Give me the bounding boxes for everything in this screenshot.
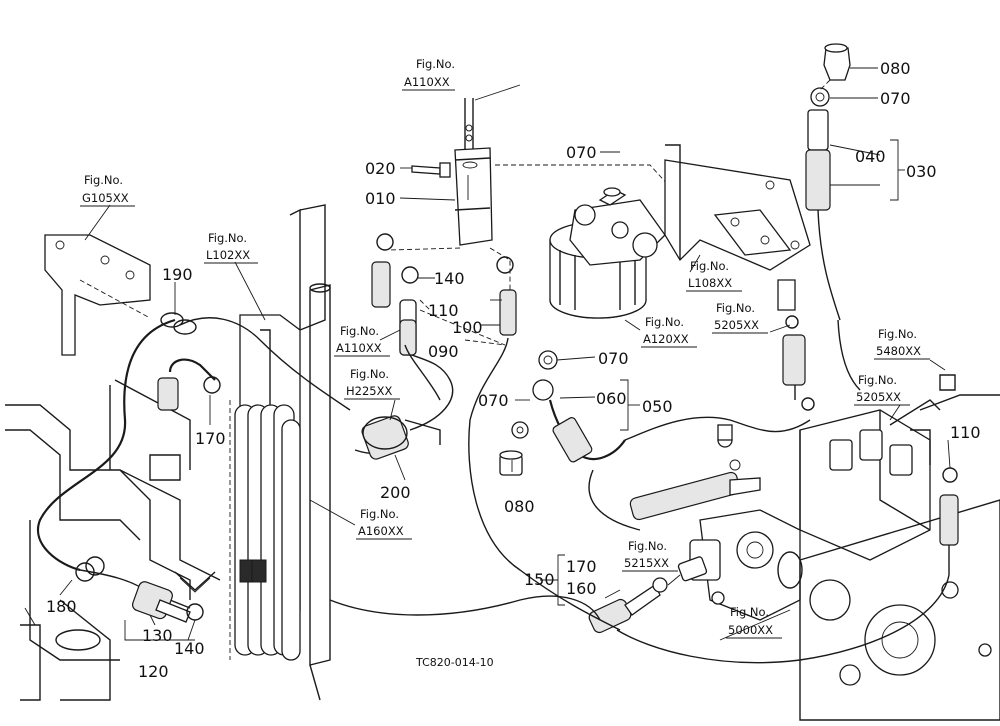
svg-text:Fig.No.: Fig.No. bbox=[350, 367, 389, 381]
svg-text:Fig.No.: Fig.No. bbox=[716, 301, 755, 315]
fuel-lines bbox=[329, 319, 950, 664]
svg-text:Fig.No.: Fig.No. bbox=[858, 373, 897, 387]
callout-050: 050 bbox=[642, 397, 673, 416]
top-center-assembly bbox=[371, 98, 701, 356]
svg-text:L102XX: L102XX bbox=[206, 248, 250, 262]
callout-140-low: 140 bbox=[174, 639, 205, 658]
svg-text:Fig.No.: Fig.No. bbox=[878, 327, 917, 341]
bracket-l108 bbox=[664, 144, 811, 271]
fig-ref-a120: Fig.No. A120XX bbox=[641, 315, 697, 348]
fuel-pipe-050 bbox=[499, 350, 626, 476]
svg-text:5215XX: 5215XX bbox=[624, 556, 669, 570]
callout-010: 010 bbox=[365, 189, 396, 208]
svg-text:Fig.No.: Fig.No. bbox=[360, 507, 399, 521]
svg-text:A120XX: A120XX bbox=[643, 332, 689, 346]
callout-020: 020 bbox=[365, 159, 396, 178]
svg-text:G105XX: G105XX bbox=[82, 191, 129, 205]
callout-040: 040 bbox=[855, 147, 886, 166]
svg-text:Fig.No.: Fig.No. bbox=[690, 259, 729, 273]
callout-070-filter: 070 bbox=[566, 143, 597, 162]
callout-080-low: 080 bbox=[504, 497, 535, 516]
svg-text:Fig.No.: Fig.No. bbox=[416, 57, 455, 71]
callout-140-mid: 140 bbox=[434, 269, 465, 288]
callout-070-low: 070 bbox=[598, 349, 629, 368]
fuel-filter-a120 bbox=[549, 187, 666, 319]
callout-170-low: 170 bbox=[566, 557, 597, 576]
svg-text:A110XX: A110XX bbox=[404, 75, 450, 89]
injection-pump-5480 bbox=[799, 374, 1000, 561]
svg-text:Fig.No.: Fig.No. bbox=[208, 231, 247, 245]
figure-references: Fig.No. A110XX Fig.No. G105XX Fig.No. L1… bbox=[80, 57, 930, 639]
fig-ref-l108: Fig.No. L108XX bbox=[686, 259, 742, 292]
part-numbers: 080 070 040 030 070 020 010 190 140 110 … bbox=[46, 59, 981, 681]
svg-text:H225XX: H225XX bbox=[346, 384, 392, 398]
fig-ref-h225: Fig.No. H225XX bbox=[344, 367, 400, 400]
fig-ref-5205-mid: Fig.No. 5205XX bbox=[854, 373, 910, 406]
fitting-5205-upper bbox=[777, 279, 815, 411]
svg-text:L108XX: L108XX bbox=[688, 276, 732, 290]
svg-text:Fig.No.: Fig.No. bbox=[340, 324, 379, 338]
callout-090: 090 bbox=[428, 342, 459, 361]
svg-text:A160XX: A160XX bbox=[358, 524, 404, 538]
svg-text:5000XX: 5000XX bbox=[728, 623, 773, 637]
fig-ref-5205-top: Fig.No. 5205XX bbox=[712, 301, 768, 334]
callout-030: 030 bbox=[906, 162, 937, 181]
return-hose-middle bbox=[629, 424, 761, 521]
fig-ref-5000: Fig.No. 5000XX bbox=[726, 605, 782, 639]
callout-130: 130 bbox=[142, 626, 173, 645]
svg-text:Fig.No.: Fig.No. bbox=[84, 173, 123, 187]
drawing-code: TC820-014-10 bbox=[415, 656, 494, 669]
svg-text:Fig.No.: Fig.No. bbox=[628, 539, 667, 553]
top-right-fittings bbox=[805, 43, 851, 321]
svg-text:5205XX: 5205XX bbox=[856, 390, 901, 404]
leader-lines bbox=[59, 67, 951, 641]
callout-070-top: 070 bbox=[880, 89, 911, 108]
fig-ref-5215: Fig.No. 5215XX bbox=[622, 539, 678, 572]
callout-110-right: 110 bbox=[950, 423, 981, 442]
fuel-cooler-a160 bbox=[229, 400, 301, 661]
hose-assembly-150 bbox=[588, 556, 725, 634]
svg-text:Fig.No.: Fig.No. bbox=[730, 605, 769, 619]
engine-block-5000 bbox=[689, 499, 1000, 721]
callout-070-left: 070 bbox=[478, 391, 509, 410]
fig-ref-a110-mid: Fig.No. A110XX bbox=[334, 324, 390, 357]
svg-text:5480XX: 5480XX bbox=[876, 344, 921, 358]
fig-ref-l102: Fig.No. L102XX bbox=[204, 231, 258, 264]
callout-190: 190 bbox=[162, 265, 193, 284]
fig-ref-g105: Fig.No. G105XX bbox=[80, 173, 135, 207]
hose-assembly-120 bbox=[75, 556, 204, 623]
callout-060: 060 bbox=[596, 389, 627, 408]
svg-text:A110XX: A110XX bbox=[336, 341, 382, 355]
callout-180: 180 bbox=[46, 597, 77, 616]
callout-160: 160 bbox=[566, 579, 597, 598]
callout-170-left: 170 bbox=[195, 429, 226, 448]
svg-text:5205XX: 5205XX bbox=[714, 318, 759, 332]
fig-ref-a160: Fig.No. A160XX bbox=[356, 507, 412, 540]
callout-200: 200 bbox=[380, 483, 411, 502]
clamps-left bbox=[157, 312, 221, 411]
hose-coil-h225 bbox=[361, 415, 441, 460]
callout-110-mid: 110 bbox=[428, 301, 459, 320]
bracket-g105 bbox=[44, 234, 151, 356]
callout-080-top: 080 bbox=[880, 59, 911, 78]
fig-ref-a110-top: Fig.No. A110XX bbox=[402, 57, 455, 91]
hose-110-right bbox=[939, 467, 959, 575]
callout-brackets bbox=[124, 139, 905, 641]
callout-120: 120 bbox=[138, 662, 169, 681]
fig-ref-5480: Fig.No. 5480XX bbox=[874, 327, 930, 360]
svg-text:Fig.No.: Fig.No. bbox=[645, 315, 684, 329]
left-frame bbox=[5, 379, 221, 701]
callout-150: 150 bbox=[524, 570, 555, 589]
callout-100: 100 bbox=[452, 318, 483, 337]
